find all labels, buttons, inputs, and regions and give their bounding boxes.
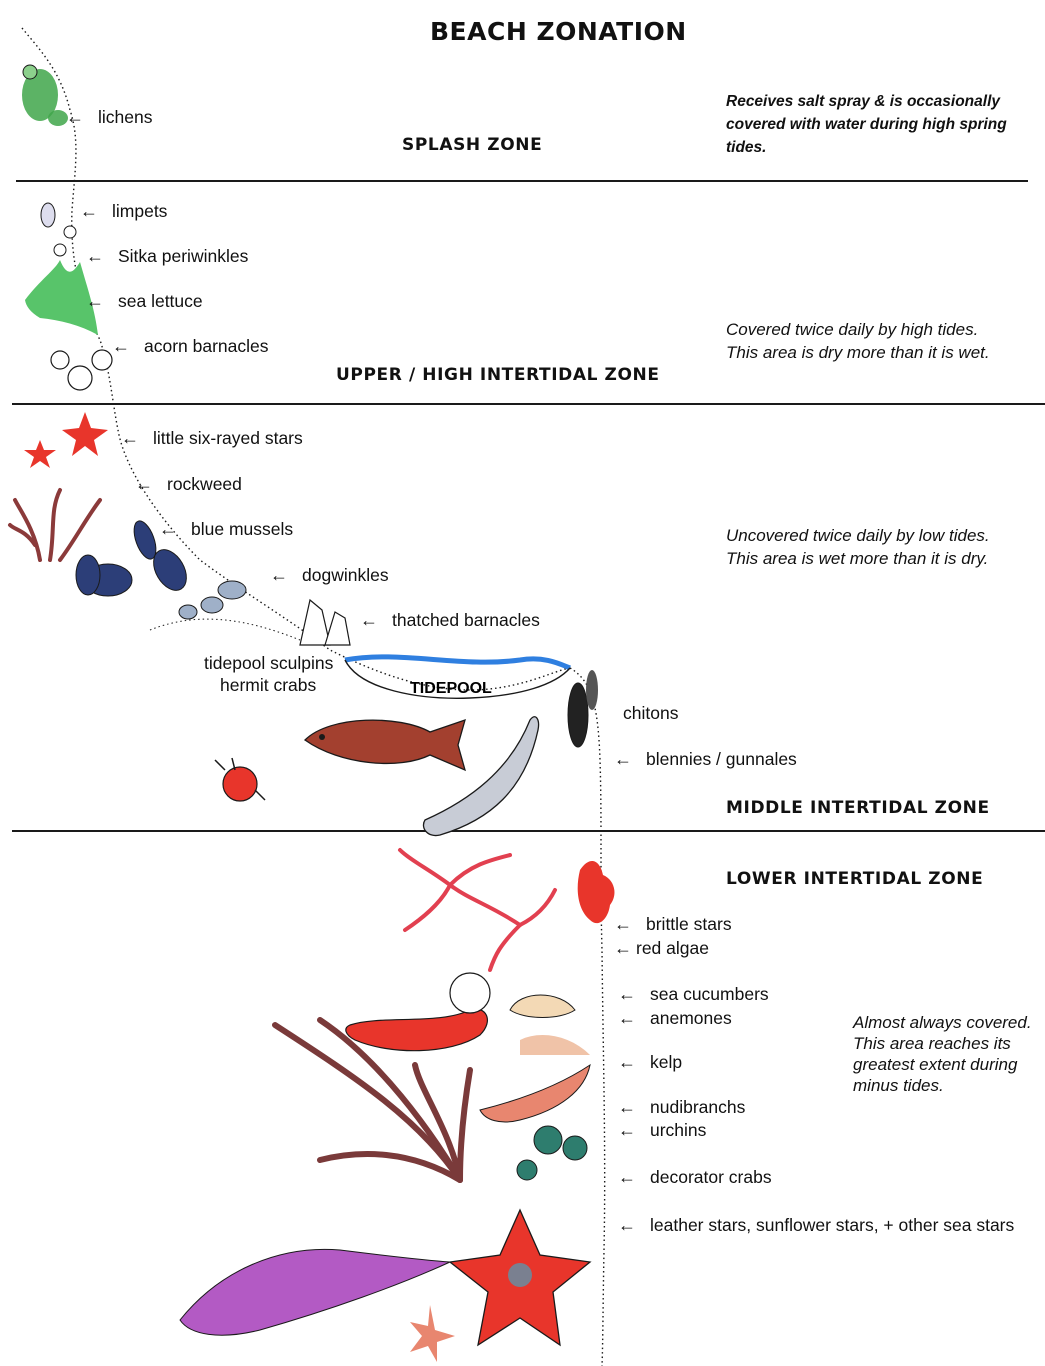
arrow-icon: ← bbox=[121, 428, 139, 448]
label-lichens: ←lichens bbox=[66, 107, 152, 128]
hermit-crab-illustration bbox=[215, 758, 265, 801]
label-decorator-crabs: ←decorator crabs bbox=[618, 1167, 772, 1188]
label-dogwinkles: ←dogwinkles bbox=[270, 565, 389, 586]
splash-zone-description: Receives salt spray & is occasionally co… bbox=[726, 90, 1016, 159]
lower-zone-description: Almost always covered. This area reaches… bbox=[853, 1012, 1043, 1096]
label-chitons: chitons bbox=[623, 703, 678, 724]
red-algae-illustration bbox=[578, 861, 615, 923]
label-kelp: ←kelp bbox=[618, 1052, 682, 1073]
arrow-icon: ← bbox=[618, 984, 636, 1004]
label-red-algae: ←red algae bbox=[614, 938, 709, 959]
arrow-icon: ← bbox=[135, 474, 153, 494]
middle-zone-title: MIDDLE INTERTIDAL ZONE bbox=[726, 798, 990, 818]
arrow-icon: ← bbox=[86, 246, 104, 266]
nudibranch-illustration bbox=[480, 1065, 590, 1122]
splash-zone-title: SPLASH ZONE bbox=[402, 135, 542, 155]
arrow-icon: ← bbox=[618, 1097, 636, 1117]
urchins-illustration bbox=[517, 1126, 587, 1180]
arrow-icon: ← bbox=[618, 1008, 636, 1028]
label-hermit-crabs: hermit crabs bbox=[220, 675, 316, 696]
label-little-six-rayed-stars: ←little six-rayed stars bbox=[121, 428, 303, 449]
arrow-icon: ← bbox=[159, 519, 177, 539]
arrow-icon: ← bbox=[614, 938, 632, 958]
upper-zone-title: UPPER / HIGH INTERTIDAL ZONE bbox=[336, 365, 660, 385]
dogwinkles-illustration bbox=[179, 581, 246, 619]
acorn-barnacles-illustration bbox=[51, 350, 112, 390]
rock-ledge bbox=[150, 619, 300, 640]
tidepool-water bbox=[345, 657, 570, 668]
label-sea-cucumbers: ←sea cucumbers bbox=[618, 984, 769, 1005]
arrow-icon: ← bbox=[618, 1215, 636, 1235]
arrow-icon: ← bbox=[618, 1120, 636, 1140]
lower-zone-title: LOWER INTERTIDAL ZONE bbox=[726, 869, 983, 889]
label-tidepool-sculpins: tidepool sculpins bbox=[204, 653, 333, 674]
label-nudibranchs: ←nudibranchs bbox=[618, 1097, 745, 1118]
arrow-icon: ← bbox=[80, 201, 98, 221]
middle-zone-description: Uncovered twice daily by low tides. This… bbox=[726, 524, 1026, 570]
label-acorn-barnacles: ←acorn barnacles bbox=[112, 336, 269, 357]
lichens-illustration bbox=[22, 65, 68, 126]
label-rockweed: ←rockweed bbox=[135, 474, 242, 495]
arrow-icon: ← bbox=[614, 749, 632, 769]
label-anemones: ←anemones bbox=[618, 1008, 732, 1029]
sea-cucumber-illustration bbox=[346, 1009, 488, 1051]
arrow-icon: ← bbox=[270, 565, 288, 585]
chitons-illustration bbox=[568, 670, 598, 747]
upper-zone-description: Covered twice daily by high tides. This … bbox=[726, 318, 1001, 364]
label-blennies-gunnales: ←blennies / gunnales bbox=[614, 749, 797, 770]
label-sea-lettuce: ←sea lettuce bbox=[86, 291, 203, 312]
label-blue-mussels: ←blue mussels bbox=[159, 519, 293, 540]
arrow-icon: ← bbox=[614, 914, 632, 934]
label-urchins: ←urchins bbox=[618, 1120, 706, 1141]
tidepool-sculpin-illustration bbox=[305, 720, 465, 770]
label-limpets: ←limpets bbox=[80, 201, 167, 222]
arrow-icon: ← bbox=[112, 336, 130, 356]
label-brittle-stars: ←brittle stars bbox=[614, 914, 732, 935]
tidepool-label: TIDEPOOL bbox=[410, 680, 492, 697]
red-sea-star-illustration bbox=[450, 1210, 590, 1345]
arrow-icon: ← bbox=[66, 107, 84, 127]
arrow-icon: ← bbox=[618, 1052, 636, 1072]
six-rayed-stars-illustration bbox=[24, 412, 108, 468]
arrow-icon: ← bbox=[618, 1167, 636, 1187]
label-sea-stars: ←leather stars, sunflower stars, + other… bbox=[618, 1215, 1014, 1236]
small-sea-star-illustration bbox=[410, 1305, 455, 1362]
brittle-stars-illustration bbox=[400, 850, 555, 970]
arrow-icon: ← bbox=[360, 610, 378, 630]
limpets-illustration bbox=[41, 203, 76, 256]
label-sitka-periwinkles: ←Sitka periwinkles bbox=[86, 246, 248, 267]
label-thatched-barnacles: ←thatched barnacles bbox=[360, 610, 540, 631]
arrow-icon: ← bbox=[86, 291, 104, 311]
rockweed-illustration bbox=[10, 490, 100, 560]
thatched-barnacles-illustration bbox=[300, 600, 350, 645]
sunflower-star-illustration bbox=[180, 1249, 450, 1335]
